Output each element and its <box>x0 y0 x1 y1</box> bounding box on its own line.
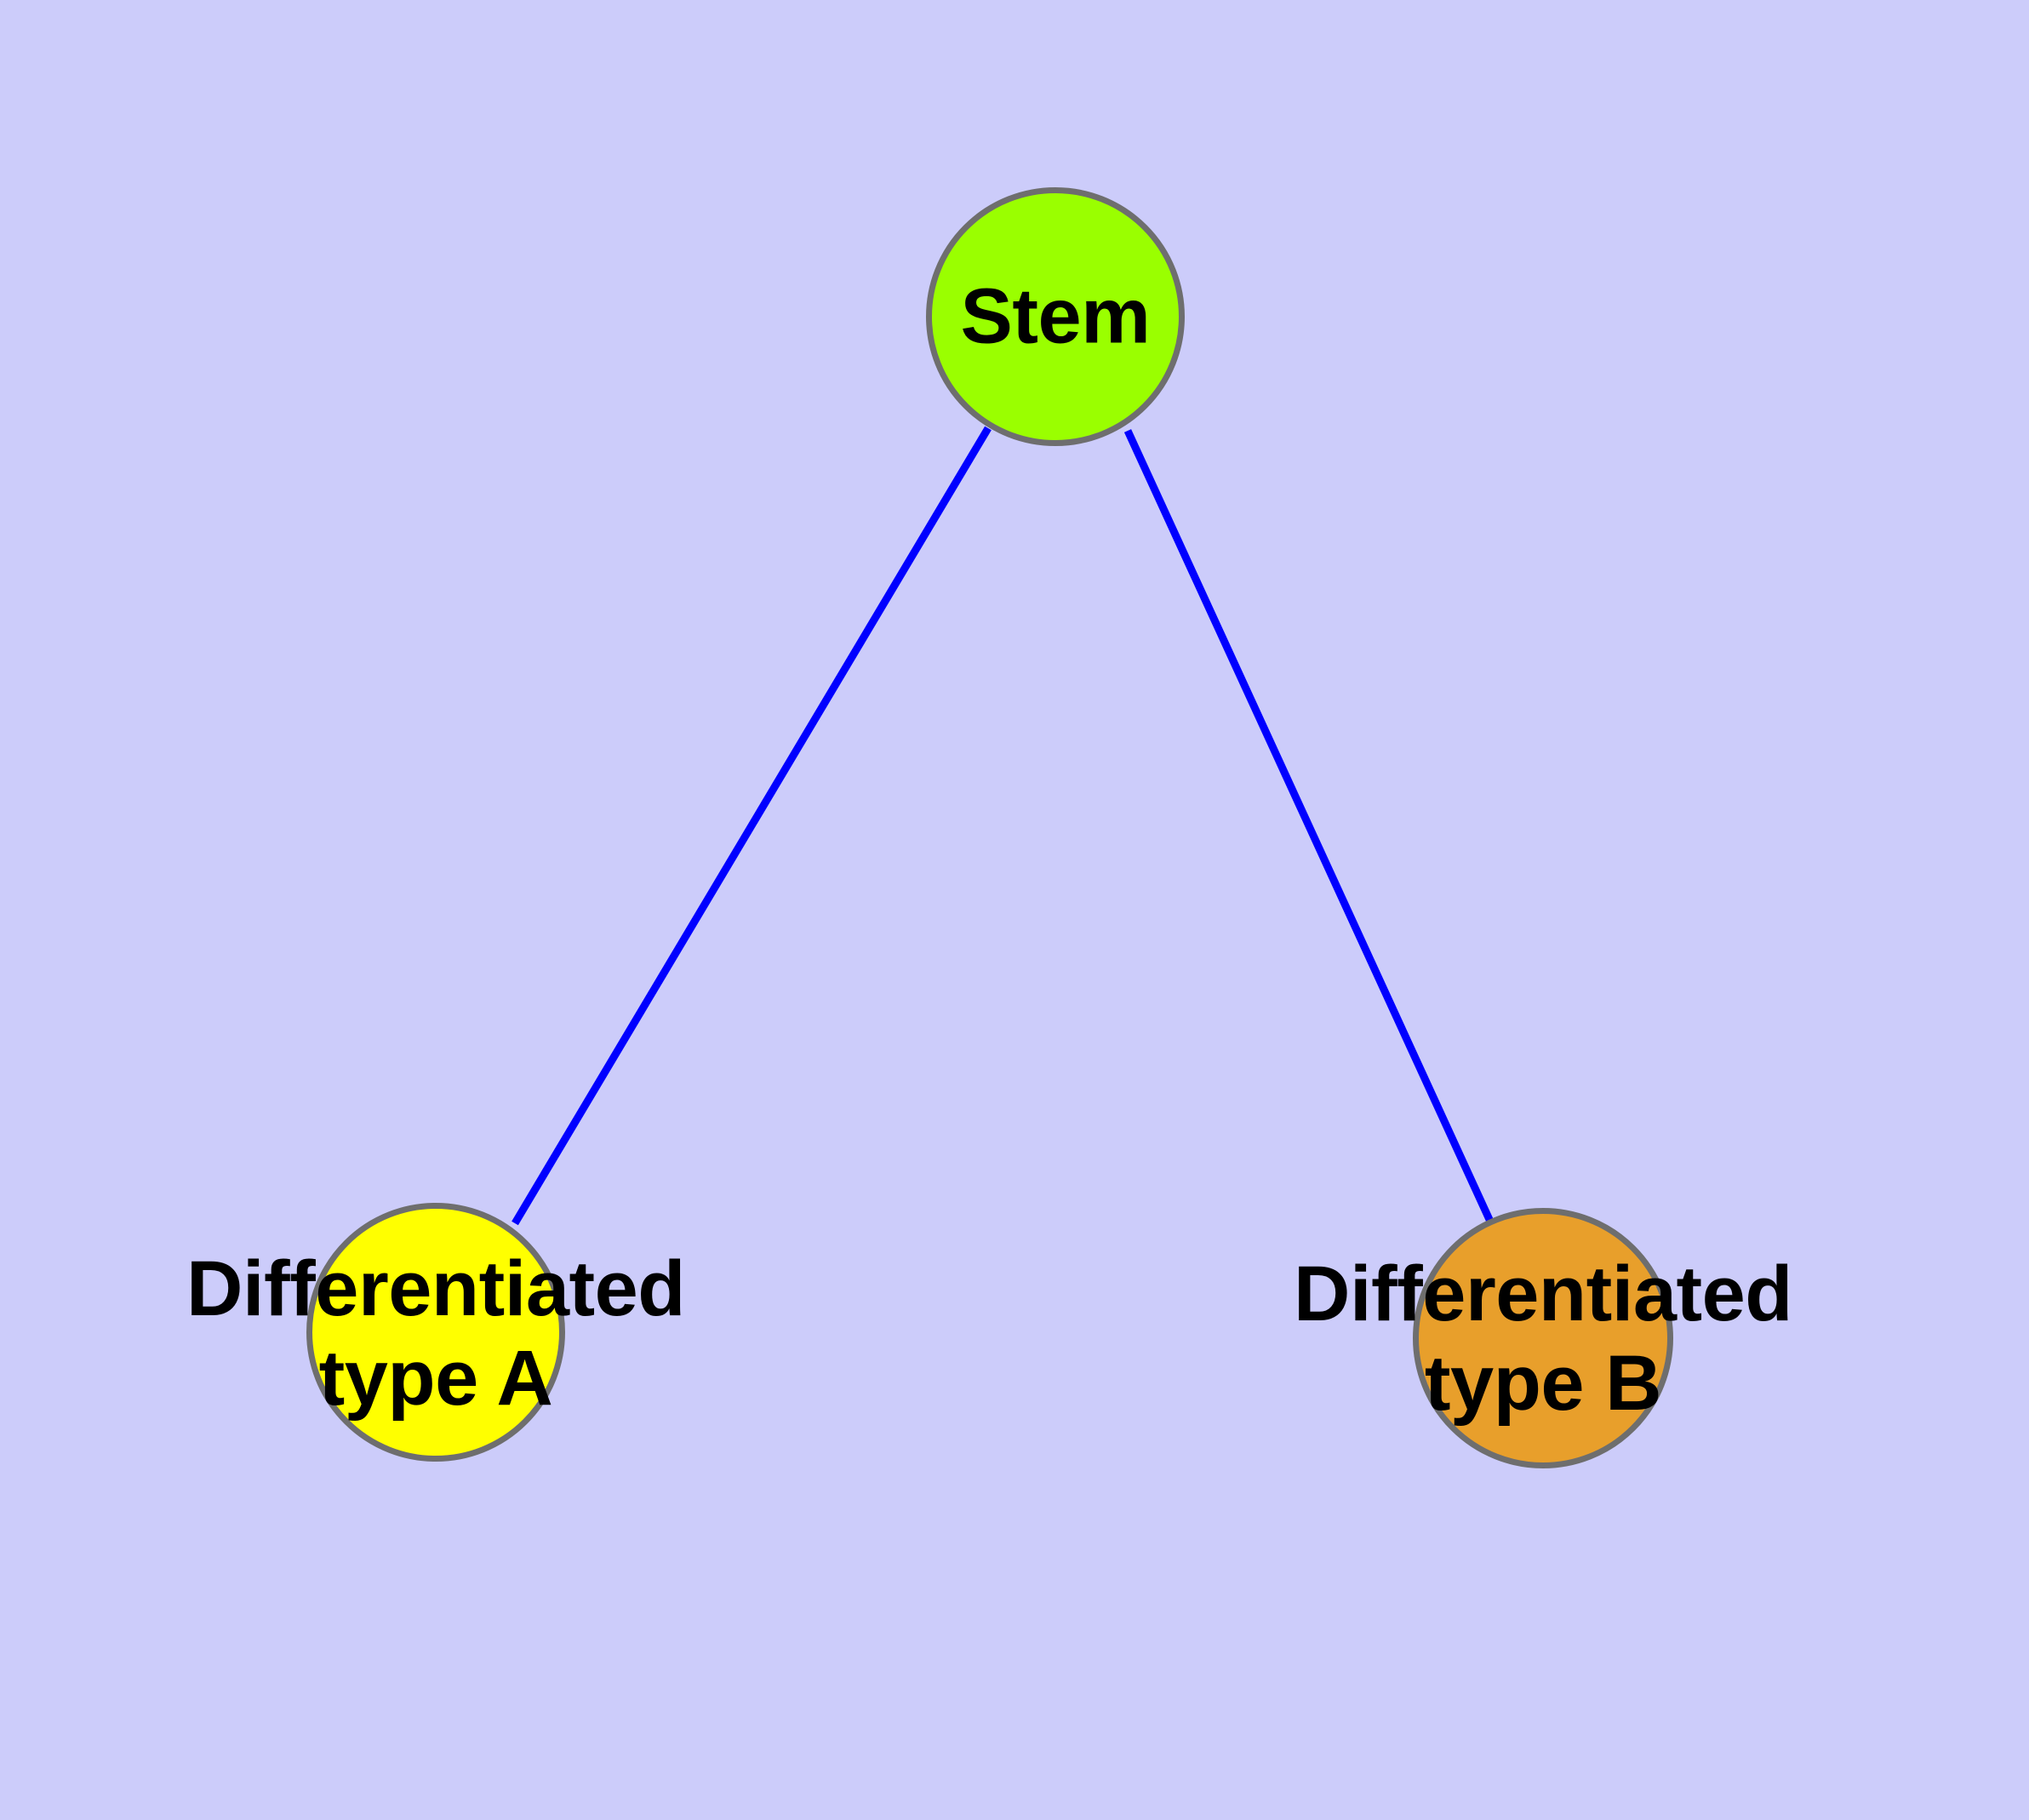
node-stem[interactable] <box>926 187 1185 446</box>
node-differentiated-type-b[interactable] <box>1413 1208 1673 1468</box>
node-differentiated-type-a[interactable] <box>306 1203 565 1462</box>
edge-stem-to-type-a <box>512 426 992 1226</box>
edge-stem-to-type-b <box>1123 429 1495 1225</box>
